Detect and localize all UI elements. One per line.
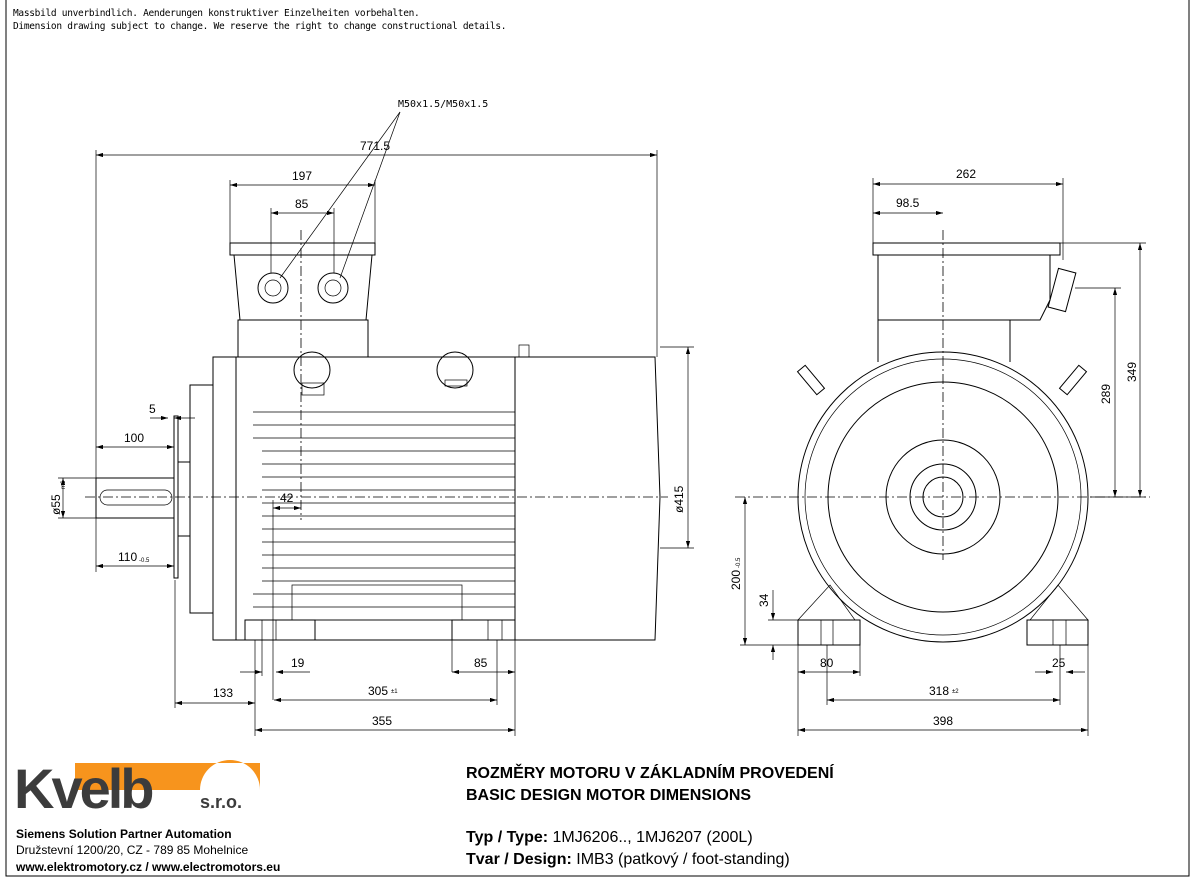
company-tagline: Siemens Solution Partner Automation	[16, 827, 232, 841]
frame-outline	[797, 351, 1089, 643]
dim-offset: 42	[280, 491, 294, 505]
keyway	[99, 489, 173, 506]
drawing-frame	[5, 0, 1190, 877]
dim-foot-spacing-tol: ±2	[952, 689, 959, 695]
design-line: Tvar / Design: IMB3 (patkový / foot-stan…	[466, 850, 790, 869]
motor-body	[235, 356, 516, 641]
cable-gland-1-inner	[264, 279, 282, 297]
disclaimer-en: Dimension drawing subject to change. We …	[13, 21, 507, 32]
dim-shaft-total: 110	[118, 550, 137, 564]
dim-height-total: 349	[1125, 362, 1139, 382]
dim-foot-length: 85	[474, 656, 488, 670]
terminal-box-lid	[229, 242, 376, 256]
lifting-eye-2-base	[444, 379, 468, 387]
endshield	[212, 356, 237, 641]
foot-left	[797, 619, 861, 646]
dim-box-offset: 98.5	[896, 196, 920, 210]
terminal-box	[233, 254, 373, 321]
dim-foot-spacing: 305	[368, 684, 388, 698]
dim-foot-width: 80	[820, 656, 834, 670]
frame-inner	[804, 358, 1082, 636]
fan-cover	[514, 356, 661, 641]
lifting-eye-right	[1058, 364, 1088, 396]
flange	[189, 384, 214, 614]
disclaimer-de: Massbild unverbindlich. Aenderungen kons…	[13, 8, 420, 19]
lifting-eye-1	[293, 351, 331, 389]
cable-gland-1	[257, 272, 289, 304]
foot-right	[451, 619, 516, 641]
terminal-box	[877, 255, 1051, 321]
logo-suffix: s.r.o.	[200, 792, 242, 812]
bearing-circle	[909, 463, 977, 531]
dim-shaft-total-tol: -0.5	[139, 558, 150, 564]
dim-foot-spacing-tol: ±1	[391, 689, 398, 695]
dim-gland-spacing: 85	[295, 197, 309, 211]
thread-label: M50x1.5/M50x1.5	[398, 99, 488, 110]
dim-shaft-length: 100	[124, 431, 144, 445]
bearing-hub	[177, 461, 191, 537]
type-label: Typ / Type:	[466, 829, 549, 846]
cooling-fins	[253, 411, 515, 621]
foot-left	[244, 619, 316, 641]
dim-shaft-height-tol: -0.5	[736, 557, 742, 568]
dim-foot-thickness: 34	[757, 593, 771, 607]
company-web: www.elektromotory.cz / www.electromotors…	[16, 860, 281, 874]
end-dimension-lines	[740, 178, 1146, 736]
design-value: IMB3 (patkový / foot-standing)	[576, 851, 790, 868]
dim-box-total: 262	[956, 167, 976, 181]
type-value: 1MJ6206.., 1MJ6207 (200L)	[552, 829, 753, 846]
title-cz: ROZMĚRY MOTORU V ZÁKLADNÍM PROVEDENÍ	[466, 765, 834, 782]
dim-box-width: 197	[292, 169, 312, 183]
cable-gland-2-inner	[324, 279, 342, 297]
shaft-end	[922, 476, 964, 518]
cable-gland-2	[317, 272, 349, 304]
end-view: 262 98.5 349 289 200 -0.5 34 80 25 318 ±…	[729, 167, 1150, 736]
lifting-eye-left	[796, 364, 826, 396]
dim-foot-hole: 19	[291, 656, 305, 670]
cover-tab	[518, 344, 530, 358]
dim-foot-spacing: 318	[929, 684, 949, 698]
endshield-circle	[827, 381, 1059, 613]
lifting-eye-2	[436, 351, 474, 389]
logo-wordmark: Kvelb	[14, 757, 152, 820]
cable-gland	[1047, 267, 1077, 313]
terminal-box-base	[237, 319, 369, 358]
dim-foot-total: 355	[372, 714, 392, 728]
title-en: BASIC DESIGN MOTOR DIMENSIONS	[466, 787, 752, 804]
dim-shoulder: 5	[149, 402, 156, 416]
logo-orange-band	[75, 760, 260, 790]
company-address: Družstevní 1200/20, CZ - 789 85 Mohelnic…	[16, 843, 249, 857]
company-logo: Kvelb s.r.o.	[14, 757, 260, 820]
shaft	[95, 477, 175, 519]
side-dimension-lines	[58, 111, 694, 736]
design-label: Tvar / Design:	[466, 851, 572, 868]
side-view: M50x1.5/M50x1.5 771.5 197 85 5 100 ø55 m…	[49, 99, 694, 736]
dim-hole-dia: 25	[1052, 656, 1066, 670]
dim-c-distance: 133	[213, 686, 233, 700]
terminal-box-base	[877, 320, 1011, 362]
dim-overall-length: 771.5	[360, 139, 390, 153]
dim-height-box: 289	[1099, 384, 1113, 404]
dim-frame-dia: ø415	[672, 485, 686, 513]
foot-rail	[291, 584, 463, 621]
dim-shaft-height: 200	[729, 570, 743, 590]
dim-shaft-dia-tol: m6	[61, 480, 67, 489]
dim-base-width: 398	[933, 714, 953, 728]
lifting-eye-1-base	[301, 382, 325, 396]
dim-shaft-dia: ø55	[49, 494, 63, 515]
foot-right	[1026, 619, 1089, 646]
hub-circle	[885, 439, 1001, 555]
terminal-box-lid	[872, 242, 1061, 256]
type-line: Typ / Type: 1MJ6206.., 1MJ6207 (200L)	[466, 828, 753, 847]
